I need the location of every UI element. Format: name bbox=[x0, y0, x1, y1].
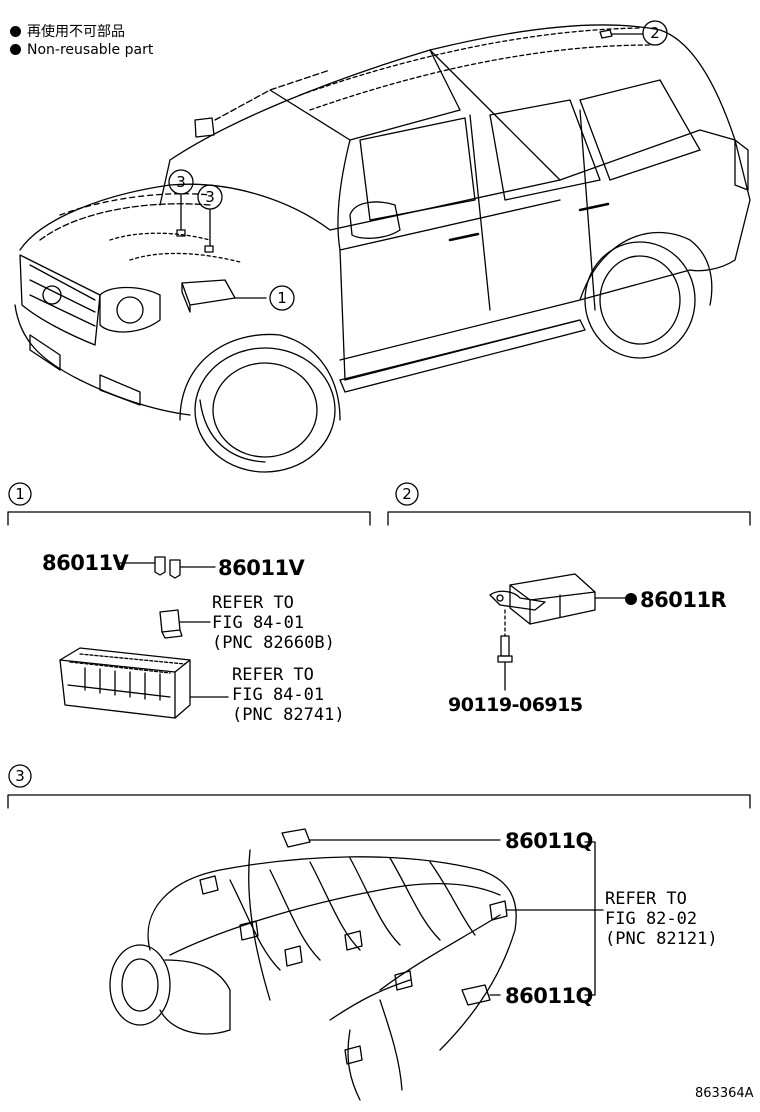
callout-1: 1 bbox=[277, 289, 287, 307]
section-3-label: 3 bbox=[15, 767, 25, 785]
part-86011q-top[interactable]: 86011Q bbox=[505, 829, 593, 853]
section-1-label: 1 bbox=[15, 485, 25, 503]
diagram-code: 863364A bbox=[695, 1086, 754, 1101]
callout-3b: 3 bbox=[205, 188, 215, 206]
refer-fig-82-02[interactable]: REFER TO FIG 82-02 (PNC 82121) bbox=[605, 889, 718, 949]
refer-fig-84-01-relay[interactable]: REFER TO FIG 84-01 (PNC 82660B) bbox=[212, 593, 335, 653]
bullet-icon bbox=[10, 44, 21, 55]
part-86011q-bottom[interactable]: 86011Q bbox=[505, 984, 593, 1008]
callout-3a: 3 bbox=[176, 173, 186, 191]
bullet-icon bbox=[10, 26, 21, 37]
part-86011r[interactable]: 86011R bbox=[640, 588, 727, 612]
relay-block-drawing bbox=[59, 647, 191, 719]
part-86011v-left[interactable]: 86011V bbox=[42, 551, 129, 575]
vehicle-illustration bbox=[14, 24, 751, 473]
non-reusable-dot-icon bbox=[625, 593, 637, 605]
callout-2: 2 bbox=[650, 24, 660, 42]
sensor-module-drawing bbox=[489, 573, 596, 625]
part-86011v-right[interactable]: 86011V bbox=[218, 556, 305, 580]
legend-japanese: 再使用不可部品 bbox=[10, 21, 125, 41]
legend-english: Non-reusable part bbox=[10, 42, 153, 58]
refer-fig-84-01-block[interactable]: REFER TO FIG 84-01 (PNC 82741) bbox=[232, 665, 345, 725]
part-90119-06915[interactable]: 90119-06915 bbox=[448, 694, 583, 716]
engine-intake-drawing bbox=[109, 849, 517, 1101]
section-2-label: 2 bbox=[402, 485, 412, 503]
